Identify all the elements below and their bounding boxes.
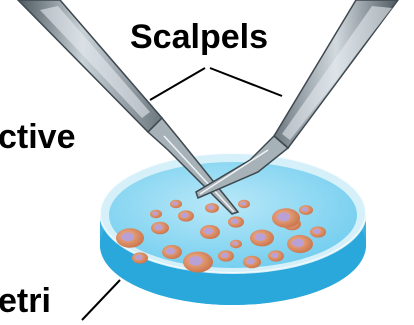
colony-nucleus-icon: [204, 228, 213, 234]
active-label: ctive: [0, 118, 76, 157]
colony-nucleus-icon: [292, 239, 304, 247]
colony-nucleus-icon: [232, 242, 237, 246]
colony-nucleus-icon: [221, 253, 228, 258]
scalpels-label: Scalpels: [130, 18, 268, 57]
colony-nucleus-icon: [247, 258, 255, 264]
colony-nucleus-icon: [271, 253, 278, 258]
colony-nucleus-icon: [302, 207, 308, 211]
colony-nucleus-icon: [231, 219, 238, 224]
colony-nucleus-icon: [240, 202, 245, 206]
colony-nucleus-icon: [172, 202, 177, 206]
scalpels-pointer-lines: [150, 68, 282, 100]
colony-nucleus-icon: [313, 229, 320, 234]
petri-label: etri: [0, 282, 51, 321]
colony-nucleus-icon: [135, 255, 142, 260]
colony-nucleus-icon: [166, 248, 175, 254]
colony-nucleus-icon: [155, 224, 163, 230]
colony-nucleus-icon: [189, 256, 203, 266]
petri-pointer-line: [82, 280, 120, 320]
colony-nucleus-icon: [181, 213, 188, 218]
colony-nucleus-icon: [208, 205, 214, 209]
colony-nucleus-icon: [255, 233, 266, 241]
colony-nucleus-icon: [122, 232, 135, 241]
colony-nucleus-icon: [278, 212, 291, 221]
colony-nucleus-icon: [152, 212, 157, 216]
